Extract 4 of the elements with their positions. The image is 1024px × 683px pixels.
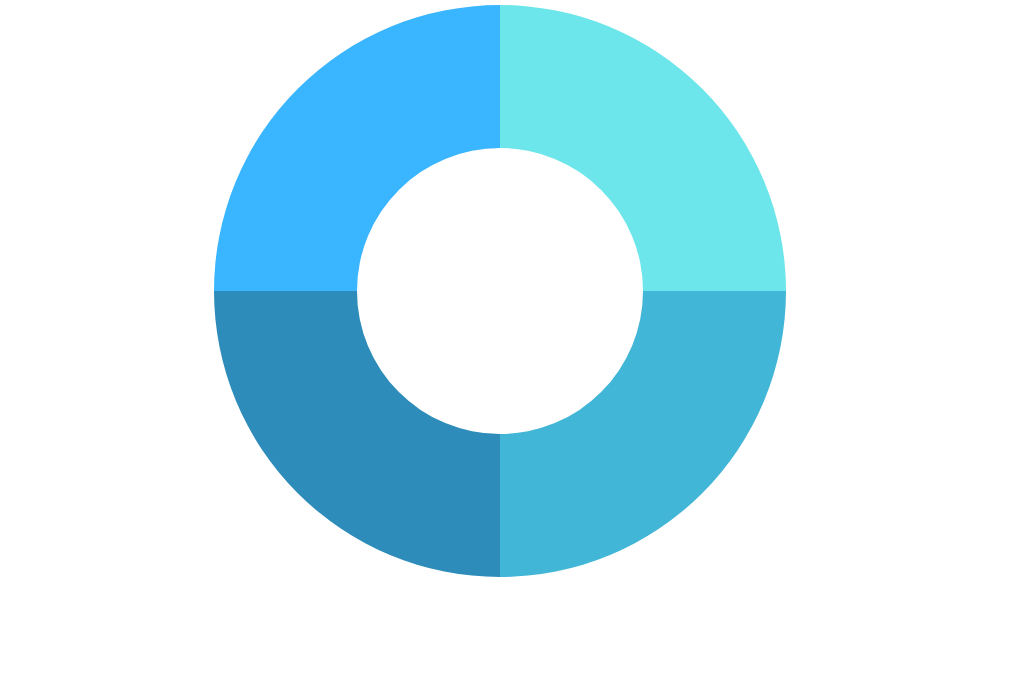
donut-segment	[500, 5, 786, 291]
donut-segment	[214, 5, 500, 291]
donut-segment	[214, 291, 500, 577]
donut-segment	[500, 291, 786, 577]
